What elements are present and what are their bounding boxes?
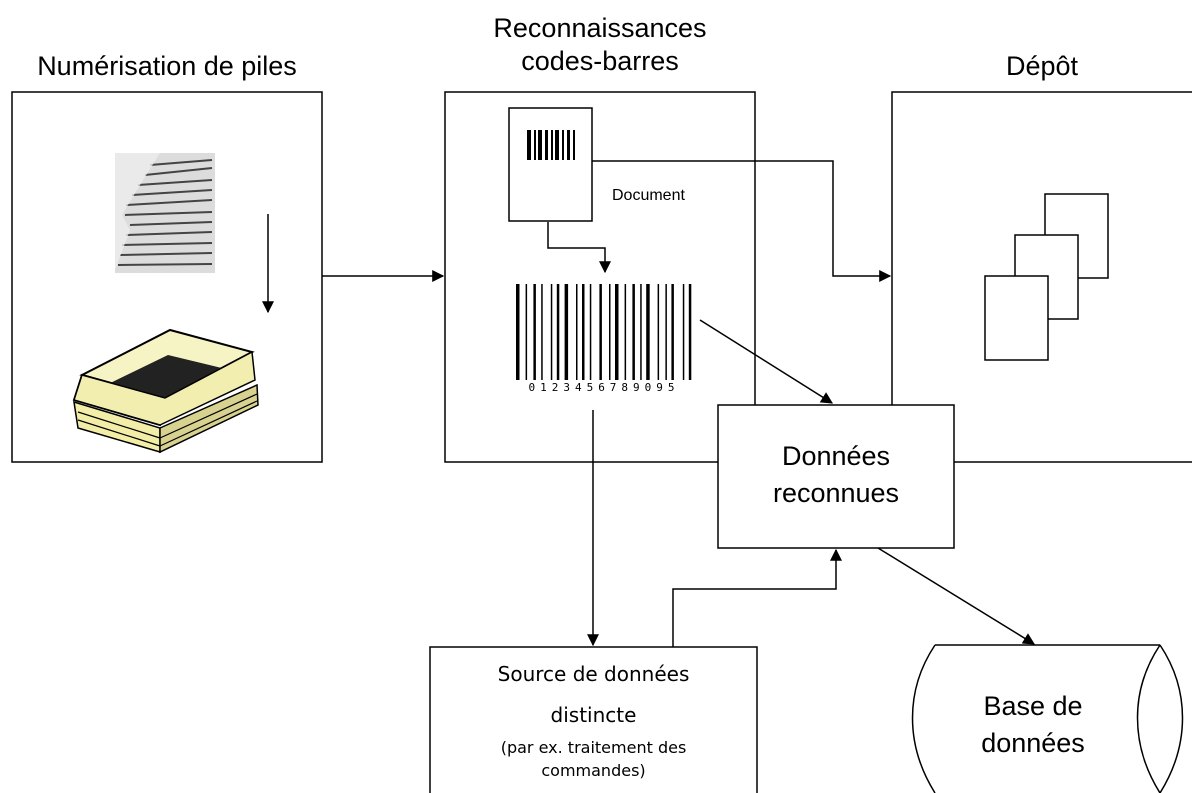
paper-stack-icon: [115, 153, 215, 273]
document-label: Document: [612, 187, 685, 204]
database-line2: données: [981, 728, 1085, 758]
small-barcode-icon: [527, 130, 575, 160]
document-stack-icon: [984, 193, 1109, 361]
repository-title: Dépôt: [1005, 51, 1079, 81]
barcode-digits: 0123456789095: [528, 381, 680, 394]
barcode-title-line1: Reconnaissances: [493, 13, 707, 43]
recognized-line2: reconnues: [772, 478, 900, 508]
source-line4: commandes): [541, 761, 646, 780]
source-line3: (par ex. traitement des: [500, 738, 687, 757]
database-cylinder-icon: [911, 644, 1184, 793]
source-line2: distincte: [550, 703, 637, 727]
arrow-recognized-to-database: [877, 547, 1036, 645]
source-box: [429, 646, 758, 793]
barcode-title-line2: codes-barres: [521, 46, 679, 76]
arrow-document-to-repository: [592, 160, 892, 282]
recognized-line1: Données: [781, 441, 891, 471]
scan-title: Numérisation de piles: [37, 51, 297, 81]
arrow-barcode-to-recognized: [699, 319, 834, 404]
database-line1: Base de: [983, 691, 1083, 721]
arrow-source-to-recognized: [672, 548, 842, 647]
document-card: [508, 107, 593, 222]
barcode-icon: [516, 284, 692, 396]
recognized-data-box: [717, 404, 955, 549]
scanner-icon: [72, 328, 259, 454]
source-line1: Source de données: [497, 662, 690, 686]
arrow-document-to-barcode: [547, 222, 611, 274]
barcode-box: [444, 91, 756, 463]
